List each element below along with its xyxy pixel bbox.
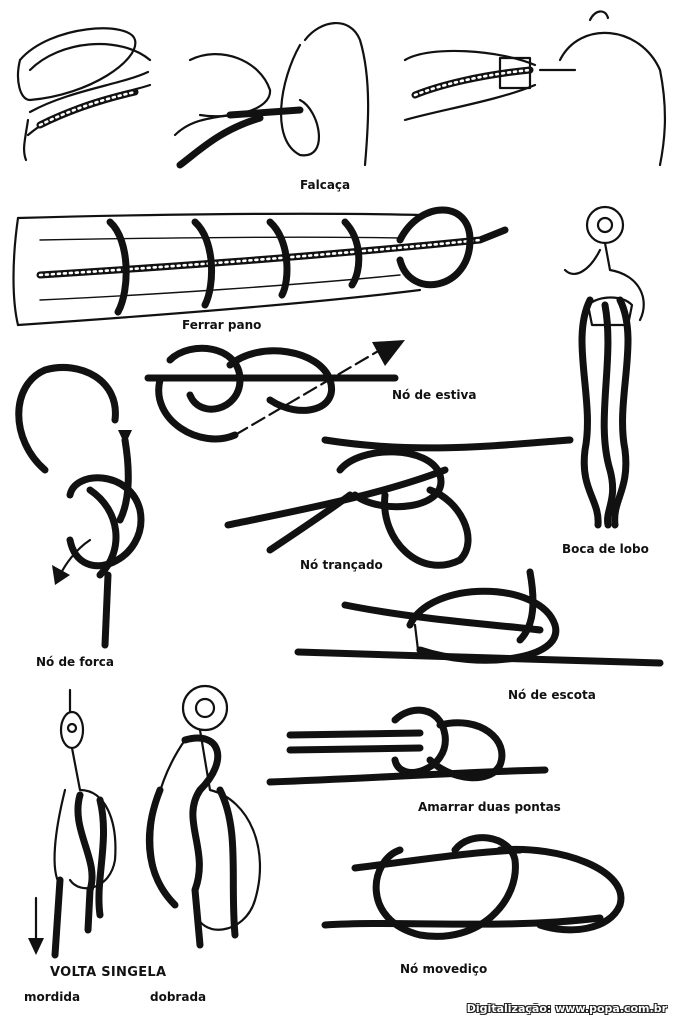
label-no-de-estiva: Nó de estiva: [392, 388, 477, 402]
label-mordida: mordida: [24, 990, 81, 1004]
volta-singela-mordida-drawing: [28, 688, 117, 959]
boca-de-lobo-drawing: [563, 205, 645, 529]
label-no-de-escota: Nó de escota: [508, 688, 596, 702]
scan-credit: Digitalização: www.popa.com.br: [466, 1002, 667, 1015]
label-amarrar-duas-pontas: Amarrar duas pontas: [418, 800, 561, 814]
falcaca-step-1: [16, 27, 152, 162]
no-trancado-drawing: [224, 436, 574, 569]
falcaca-step-3: [403, 10, 666, 167]
label-no-movedico: Nó movediço: [400, 962, 488, 976]
ferrar-pano-drawing: [12, 206, 509, 327]
label-no-trancado: Nó trançado: [300, 558, 383, 572]
label-ferrar-pano: Ferrar pano: [182, 318, 262, 332]
volta-singela-dobrada-drawing: [145, 684, 262, 949]
no-de-escota-drawing: [294, 568, 664, 667]
label-no-de-forca: Nó de forca: [36, 655, 114, 669]
falcaca-step-2: [173, 22, 370, 169]
label-volta-singela: VOLTA SINGELA: [50, 965, 167, 980]
no-de-estiva-drawing: [144, 340, 405, 443]
amarrar-duas-pontas-drawing: [266, 706, 549, 786]
no-movedico-drawing: [321, 834, 625, 940]
label-dobrada: dobrada: [150, 990, 207, 1004]
label-falcaca: Falcaça: [300, 178, 351, 192]
label-boca-de-lobo: Boca de lobo: [562, 542, 649, 556]
no-de-forca-drawing: [15, 363, 145, 649]
